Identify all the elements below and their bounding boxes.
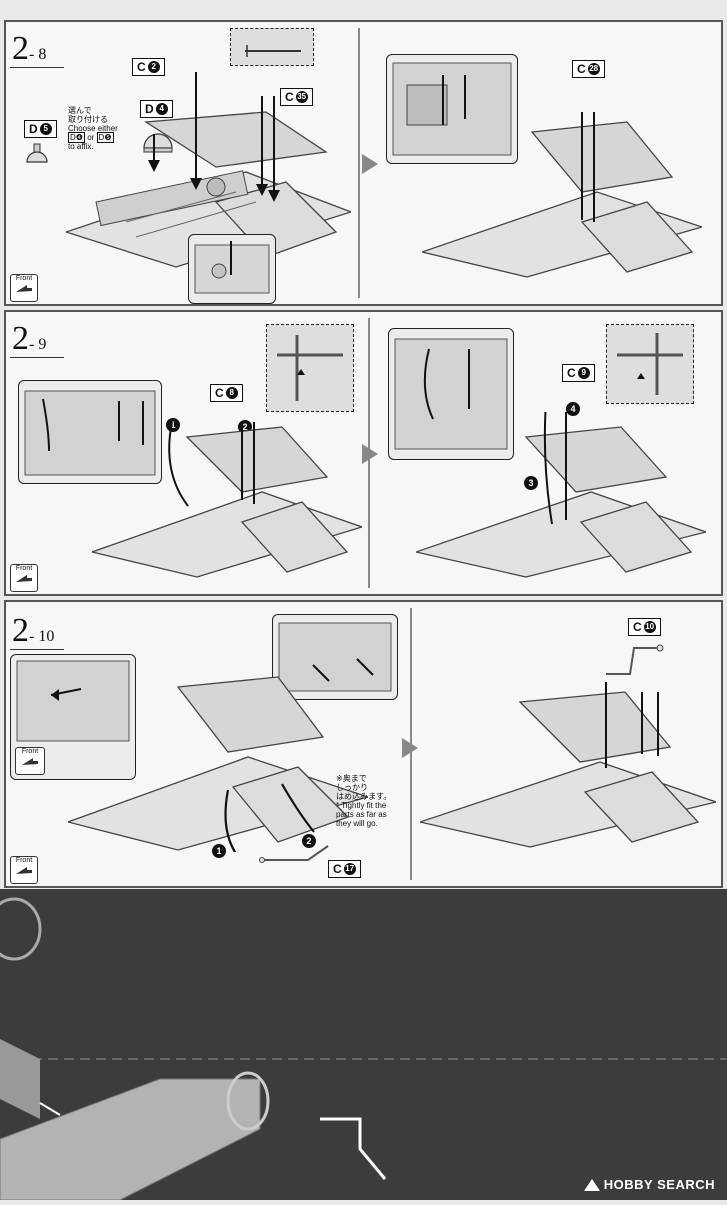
ship-assembly-illustration [422, 112, 702, 278]
pipe-part-c17-icon [259, 845, 329, 863]
ship-assembly-illustration [92, 421, 362, 578]
part-c35-inset [230, 28, 314, 66]
step-number: 2- 10 [12, 612, 55, 649]
step-number: 2- 9 [12, 320, 47, 357]
front-view-badge: Front [10, 274, 38, 302]
detail-illustration [392, 62, 512, 156]
detail-inset [188, 234, 276, 304]
detail-inset [386, 54, 518, 164]
detail-illustration [278, 622, 392, 692]
step-underline [10, 649, 64, 650]
front-arrow-icon [16, 285, 32, 292]
order-number: 4 [566, 402, 580, 416]
detail-inset [266, 324, 354, 412]
fit-note: ※奥まで しっかり はめ込みます。 * Tightly fit the part… [336, 774, 392, 828]
step-arrow-icon [402, 738, 418, 758]
step-underline [10, 67, 64, 68]
hobbysearch-logo-icon [583, 1178, 600, 1191]
front-view-badge: Front [15, 747, 45, 775]
order-number: 3 [524, 476, 538, 490]
detail-illustration [394, 338, 508, 450]
front-view-badge: Front [10, 856, 38, 884]
step-arrow-icon [362, 154, 378, 174]
step-divider [358, 28, 360, 298]
detail-inset [272, 614, 398, 700]
background-artwork: HOBBY SEARCH [0, 889, 727, 1201]
watermark: HOBBY SEARCH [583, 1177, 715, 1192]
dome-part-d5-icon [26, 143, 48, 163]
rod-part-icon [245, 45, 301, 57]
step-2-8-panel: 2- 8 選んで 取り付ける Choose either D❹ or D❺ to… [4, 20, 723, 306]
step-arrow-icon [362, 444, 378, 464]
background-ship-illustration [0, 897, 727, 1201]
order-number: 1 [212, 844, 226, 858]
ship-assembly-illustration [416, 412, 706, 578]
detail-illustration [24, 390, 156, 476]
detail-inset [388, 328, 514, 460]
ship-assembly-illustration [420, 682, 716, 848]
front-arrow-icon [16, 867, 32, 874]
choose-note: 選んで 取り付ける Choose either D❹ or D❺ to affi… [68, 106, 118, 151]
ship-assembly-illustration [68, 676, 368, 852]
step-number: 2- 8 [12, 30, 47, 67]
front-view-badge: Front [10, 564, 38, 592]
detail-illustration [16, 660, 130, 742]
order-number: 2 [302, 834, 316, 848]
front-arrow-icon [22, 758, 38, 765]
detail-illustration [194, 241, 270, 294]
assembly-arrows [148, 72, 280, 202]
pipe-part-c10-icon [606, 644, 664, 675]
order-number: 1 [166, 418, 180, 432]
step-underline [10, 357, 64, 358]
pipe-detail-illustration [617, 333, 683, 395]
dome-part-d4-icon [143, 133, 173, 153]
detail-inset [606, 324, 694, 404]
detail-inset: Front [10, 654, 136, 780]
detail-inset [18, 380, 162, 484]
pipe-detail-illustration [277, 335, 343, 401]
step-2-10-panel: 2- 10 Front [4, 600, 723, 888]
front-arrow-icon [16, 575, 32, 582]
